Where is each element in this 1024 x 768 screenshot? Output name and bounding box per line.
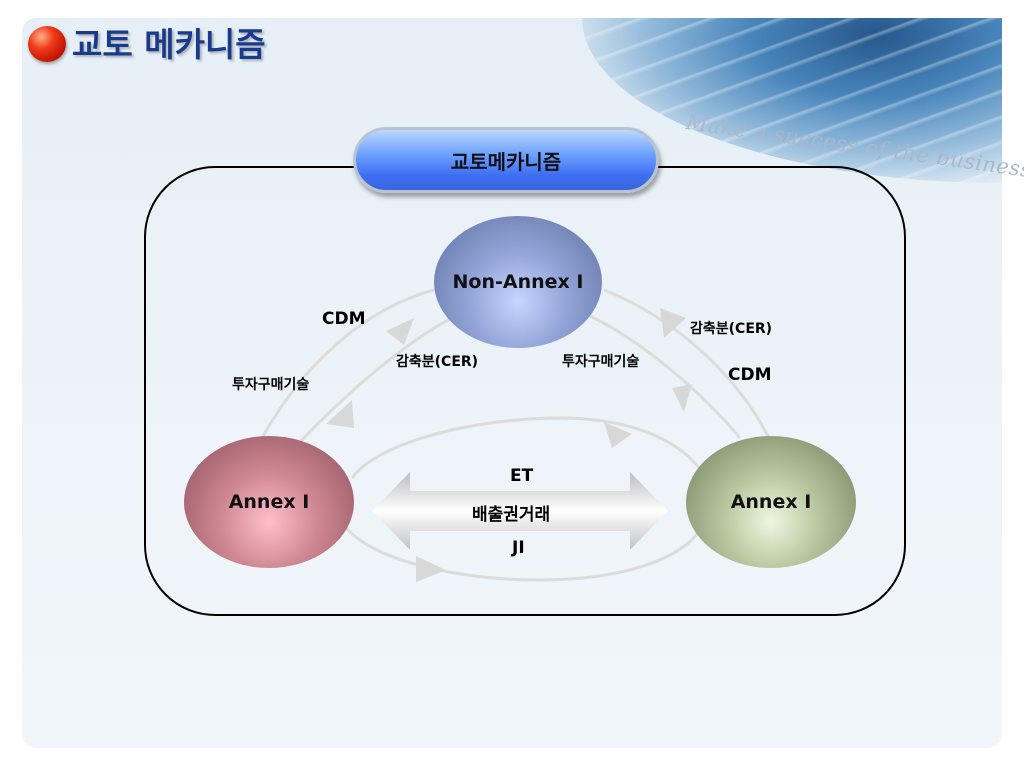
bottom-top-arrowhead [604,422,632,448]
non-annex-node: Non-Annex I [434,216,602,348]
annex-left-node: Annex I [184,436,354,568]
annex-right-node: Annex I [686,436,856,568]
annex-right-label: Annex I [730,491,812,513]
page-title: 교토 메카니즘 [72,25,266,64]
right-arc-arrowhead-up [672,384,692,412]
trading-double-arrow [372,472,668,550]
bottom-bottom-arrowhead [416,556,446,582]
left-outer-arc [260,288,435,439]
left-cdm-label: CDM [322,309,366,329]
red-sphere-bullet-icon [28,26,66,62]
right-outer-arc [603,288,772,441]
non-annex-label: Non-Annex I [452,271,584,293]
annex-left-label: Annex I [228,491,310,513]
ji-label: JI [512,538,525,558]
left-inner-arc [298,316,453,444]
et-label: ET [510,466,534,486]
left-reduction-label: 감축분(CER) [396,354,479,370]
right-arc-arrowhead-down [660,308,686,338]
right-reduction-label: 감축분(CER) [690,321,773,337]
left-arc-arrowhead-up [386,318,414,345]
right-cdm-label: CDM [728,365,772,385]
kyoto-mechanism-badge: 교토메카니즘 [353,127,659,193]
left-arc-arrowhead-down [326,400,354,428]
bottom-top-arc [350,416,704,479]
trading-label: 배출권거래 [472,505,551,525]
right-inner-arc [589,314,742,439]
left-investment-label: 투자구매기술 [232,377,310,393]
right-investment-label: 투자구매기술 [562,354,640,370]
bottom-bottom-arc [344,526,702,582]
